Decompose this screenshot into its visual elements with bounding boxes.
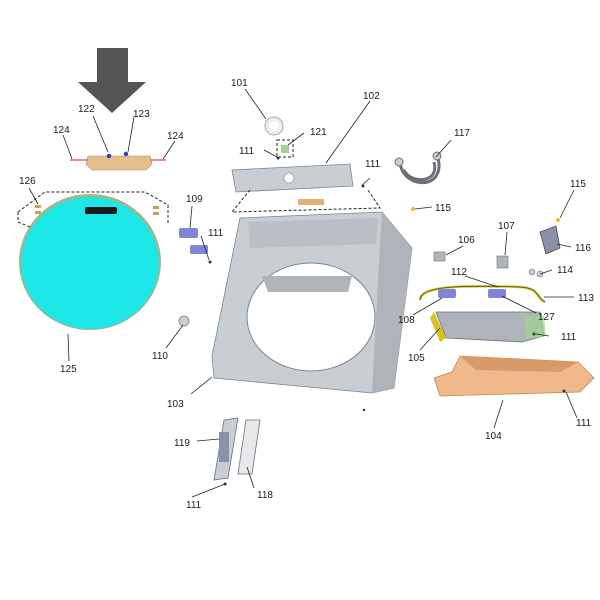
- callout-labels: 101 102 103 104 105 106 107 108 109 110 …: [19, 78, 594, 511]
- callout-107: 107: [498, 221, 515, 232]
- callout-124-b: 124: [167, 131, 184, 142]
- callout-110: 110: [152, 351, 168, 362]
- callout-102: 102: [363, 91, 380, 102]
- callout-111-b: 111: [208, 228, 224, 239]
- part-119-control-board: [213, 417, 239, 481]
- part-109-clips: [179, 228, 208, 254]
- part-106-107-fittings: [433, 251, 509, 269]
- part-117-hose: [394, 151, 442, 185]
- callout-118: 118: [257, 490, 273, 501]
- part-112-113-tubes: [418, 284, 546, 304]
- callout-111-a: 111: [239, 146, 255, 157]
- part-105-detergent-tray: [430, 311, 546, 343]
- callout-124-a: 124: [53, 125, 70, 136]
- callout-122: 122: [78, 104, 95, 115]
- callout-123: 123: [133, 109, 150, 120]
- callout-105: 105: [408, 353, 425, 364]
- callout-108: 108: [398, 315, 415, 326]
- callout-114: 114: [557, 265, 573, 276]
- panel-dashed-outline: [230, 189, 381, 213]
- callout-111-c: 111: [365, 159, 381, 170]
- part-122-123-lid-lock: [70, 151, 166, 171]
- callout-111-d: 111: [561, 332, 577, 343]
- callout-127: 127: [538, 312, 555, 323]
- callout-112: 112: [451, 267, 467, 278]
- callout-101: 101: [231, 78, 248, 89]
- callout-109: 109: [186, 194, 203, 205]
- part-125-lid: [19, 194, 161, 330]
- callout-111-e: 111: [576, 418, 592, 429]
- lid-hinge-dashed-outline: [17, 191, 169, 228]
- callout-126: 126: [19, 176, 36, 187]
- callout-116: 116: [575, 243, 591, 254]
- callout-103: 103: [167, 399, 184, 410]
- down-arrow-icon: [78, 48, 146, 113]
- callout-119: 119: [174, 438, 190, 449]
- callout-121: 121: [310, 127, 327, 138]
- part-121-switch: [276, 139, 294, 158]
- callout-104: 104: [485, 431, 502, 442]
- part-104-base: [433, 355, 595, 397]
- part-102-control-panel: [231, 163, 354, 193]
- callout-111-f: 111: [186, 500, 202, 511]
- callout-117: 117: [454, 128, 470, 139]
- callout-115-b: 115: [570, 179, 586, 190]
- callout-106: 106: [458, 235, 475, 246]
- part-103-main-body: [211, 211, 413, 394]
- part-110-screw: [178, 315, 190, 327]
- callout-125: 125: [60, 364, 77, 375]
- callout-113: 113: [578, 293, 594, 304]
- leader-lines: [28, 88, 578, 498]
- callout-115-a: 115: [435, 203, 451, 214]
- part-116-valve: [539, 218, 561, 255]
- part-118-board-cover: [237, 419, 261, 475]
- part-114-clip: [528, 268, 544, 278]
- part-126-hinge-pins: [35, 205, 159, 215]
- fastener-screws: [208, 156, 566, 486]
- panel-bracket: [298, 199, 324, 205]
- part-101-knob: [264, 116, 284, 136]
